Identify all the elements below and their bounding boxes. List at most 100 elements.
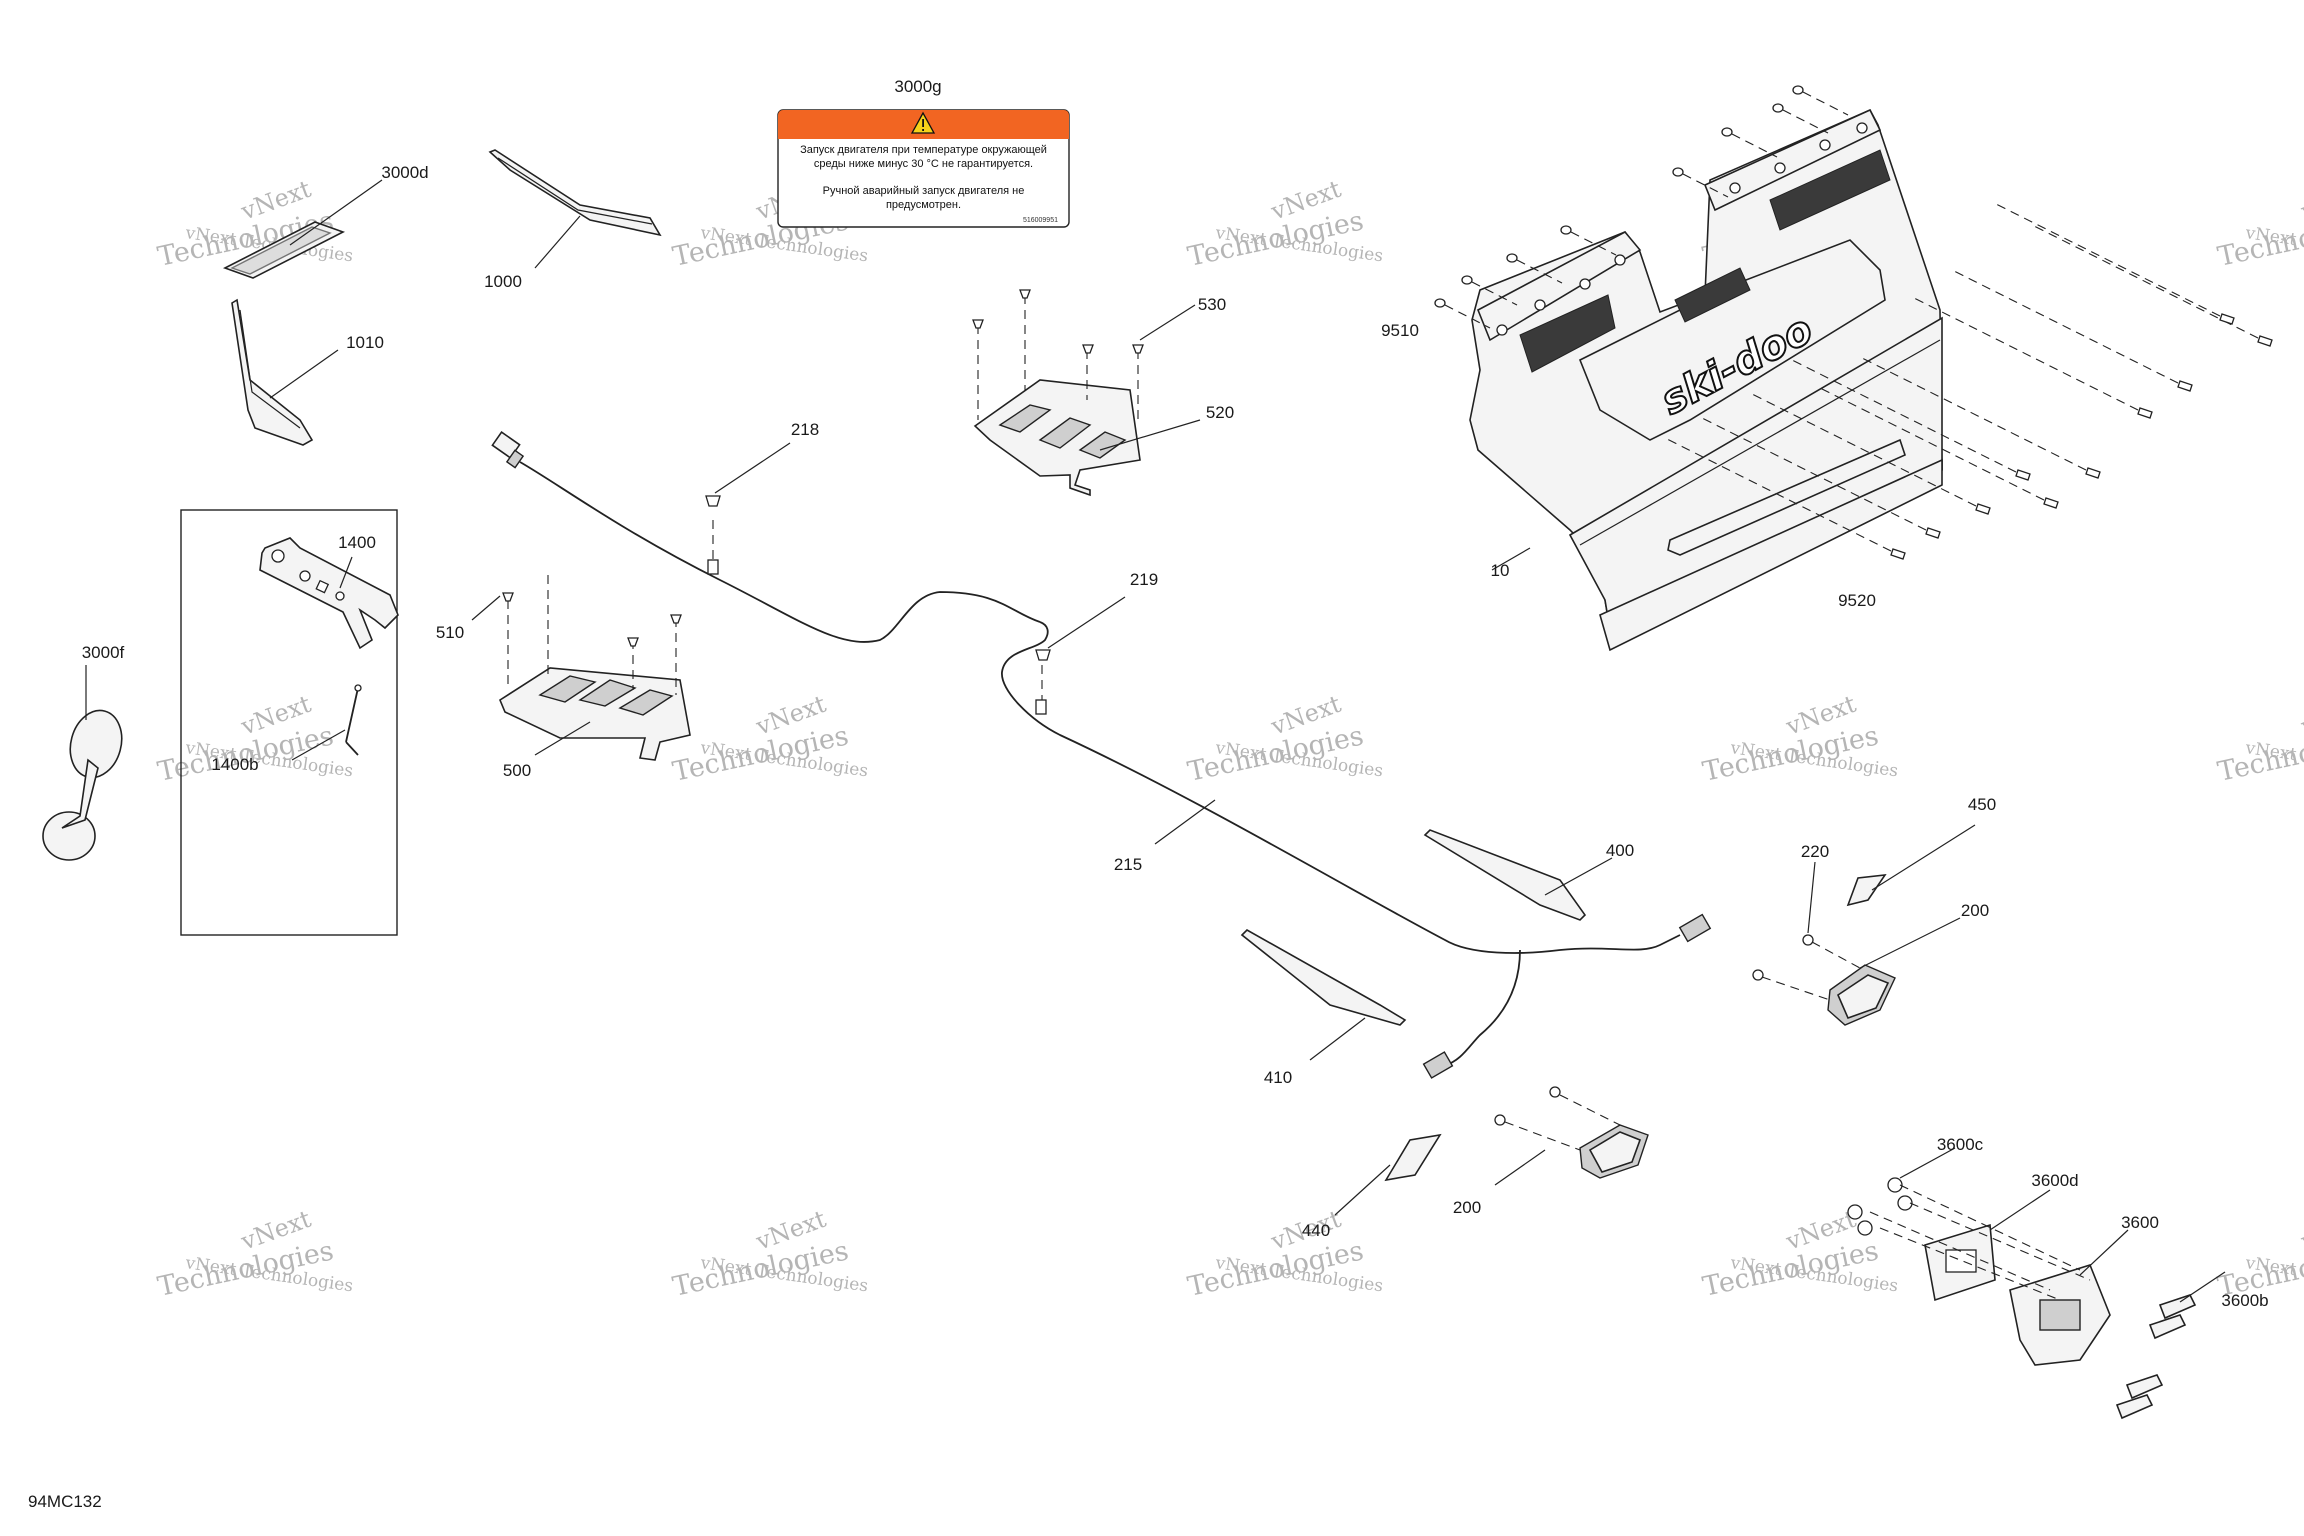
callout-200b: 200 [1453, 1198, 1481, 1217]
warning-label-code: 516009951 [1023, 217, 1058, 224]
bolt-axis-line [1749, 392, 1977, 507]
rivet-9510 [1792, 85, 1804, 95]
callout-1000: 1000 [484, 272, 522, 291]
watermark-text: vNext [2297, 690, 2304, 741]
callout-3600d: 3600d [2031, 1171, 2078, 1190]
callout-219: 219 [1130, 570, 1158, 589]
callout-215: 215 [1114, 855, 1142, 874]
watermark-text: vNext [2297, 175, 2304, 226]
warning-label-line1: Запуск двигателя при температуре окружаю… [800, 144, 1047, 156]
rivet-9510 [1506, 253, 1518, 263]
callout-3000f: 3000f [82, 643, 125, 662]
callout-9510: 9510 [1381, 321, 1419, 340]
warning-label-3000g: Запуск двигателя при температуре окружаю… [777, 109, 1070, 228]
wiring-harness-215 [491, 431, 1712, 1079]
hitch-3600 [1847, 1147, 2226, 1420]
callout-530: 530 [1198, 295, 1226, 314]
callout-1400b: 1400b [211, 755, 258, 774]
callout-500: 500 [503, 761, 531, 780]
callout-10: 10 [1491, 561, 1510, 580]
rivet-axis-line [1516, 259, 1563, 284]
callout-3600: 3600 [2121, 1213, 2159, 1232]
rivet-9510 [1772, 103, 1784, 113]
fasteners-9510-9520 [1434, 85, 2273, 560]
bolt-9520 [2085, 467, 2101, 479]
watermark-text: Technologies [2215, 205, 2304, 272]
lens-440 [1334, 1133, 1442, 1216]
decal-3000d [222, 179, 383, 279]
callout-1010: 1010 [346, 333, 384, 352]
bolt-9520 [2137, 407, 2153, 419]
light-200-lower [1494, 1086, 1649, 1186]
light-200-upper [1752, 861, 1961, 1026]
trim-piece-1010 [231, 298, 339, 446]
warning-label-line4: предусмотрен. [886, 199, 961, 211]
callout-1400: 1400 [338, 533, 376, 552]
diagram-code: 94MC132 [28, 1492, 102, 1511]
callout-3000g: 3000g [894, 77, 941, 96]
bolt-9520 [1975, 503, 1991, 515]
callout-410: 410 [1264, 1068, 1292, 1087]
rivet-9510 [1672, 167, 1684, 177]
rivet-axis-line [1731, 133, 1778, 158]
wrench-1400 [259, 537, 399, 650]
reflector-410 [1240, 929, 1407, 1061]
bolt-axis-line [1699, 416, 1927, 531]
callout-400: 400 [1606, 841, 1634, 860]
watermark-text: Technologies [2215, 720, 2304, 787]
bolt-axis-line [1664, 437, 1892, 552]
rivet-axis-line [1682, 173, 1729, 198]
rivet-9510 [1461, 275, 1473, 285]
rivet-9510 [1560, 225, 1572, 235]
bolt-9520 [2219, 313, 2235, 325]
bolt-axis-line [1859, 356, 2087, 471]
callout-218: 218 [791, 420, 819, 439]
mirror-3000f [42, 665, 123, 861]
callout-layer: 3000g3000d1000101014001400b3000f53052021… [82, 77, 2269, 1310]
bolt-axis-line [1789, 358, 2017, 473]
bolt-axis-line [2031, 224, 2259, 339]
rivet-9510 [1721, 127, 1733, 137]
reflector-400 [1423, 829, 1613, 921]
callout-510: 510 [436, 623, 464, 642]
rivet-axis-line [1802, 91, 1849, 116]
warning-label-line3: Ручной аварийный запуск двигателя не [823, 185, 1025, 197]
rivet-axis-line [1782, 109, 1829, 134]
bolt-axis-line [1817, 386, 2045, 501]
rivet-9510 [1434, 298, 1446, 308]
callout-3000d: 3000d [381, 163, 428, 182]
callout-9520: 9520 [1838, 591, 1876, 610]
rivet-axis-line [1444, 304, 1491, 329]
heat-plate-520 [972, 289, 1201, 497]
lens-450 [1846, 824, 1976, 907]
heat-plate-500 [471, 575, 691, 761]
allen-key-1400b [291, 684, 362, 761]
bolt-9520 [2015, 469, 2031, 481]
rear-panel-10: ski-doo [1469, 108, 1943, 652]
callout-440: 440 [1302, 1221, 1330, 1240]
bolt-axis-line [1951, 269, 2179, 384]
warning-label-line2: среды ниже минус 30 °С не гарантируется. [814, 158, 1033, 170]
warning-triangle-icon [910, 111, 936, 134]
bolt-axis-line [1993, 202, 2221, 317]
callout-450: 450 [1968, 795, 1996, 814]
rivet-axis-line [1570, 231, 1617, 256]
bolt-9520 [1925, 527, 1941, 539]
bolt-9520 [2043, 497, 2059, 509]
callout-200a: 200 [1961, 901, 1989, 920]
tool-kit-box [180, 509, 399, 936]
callout-3600c: 3600c [1937, 1135, 1984, 1154]
callout-220: 220 [1801, 842, 1829, 861]
rivet-axis-line [1471, 281, 1518, 306]
